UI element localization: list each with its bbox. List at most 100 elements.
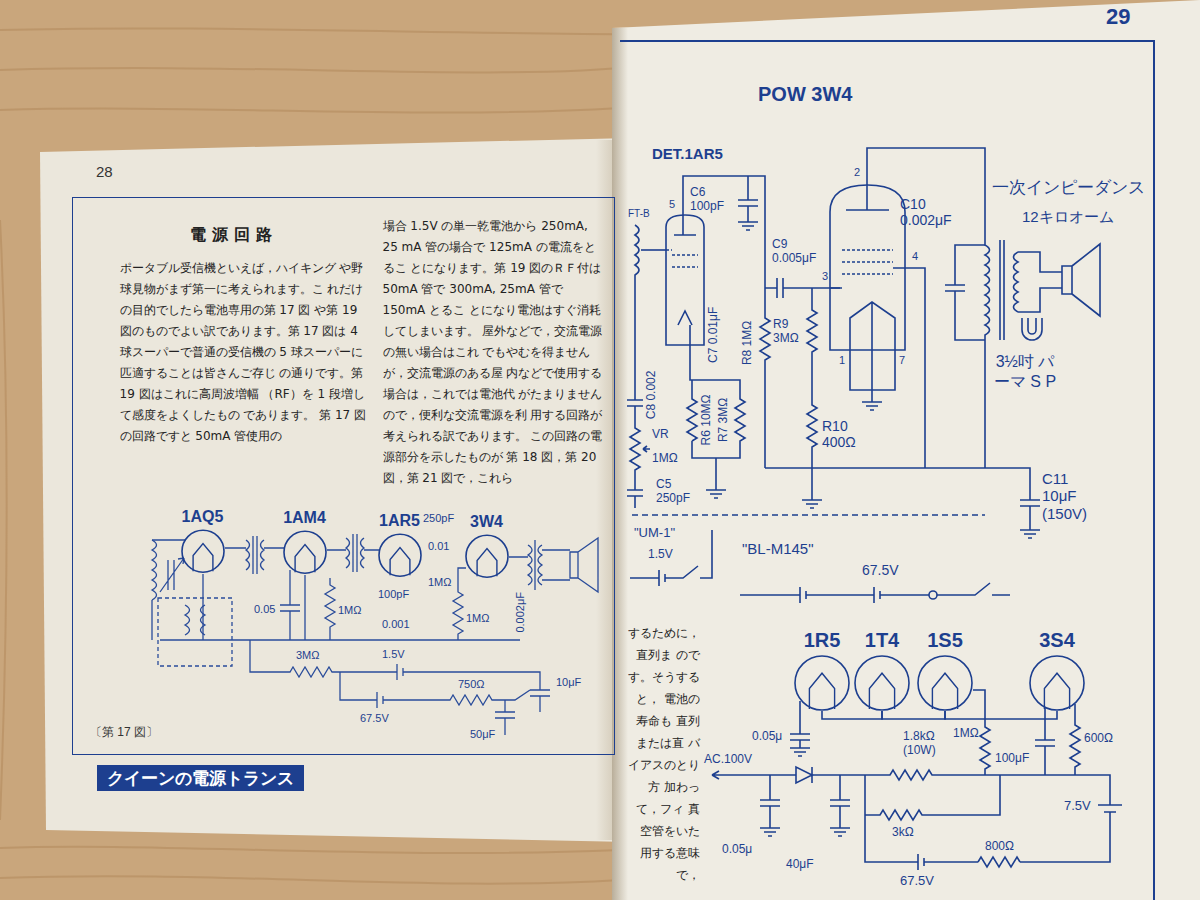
component-value: 1.8kΩ (10W): [903, 730, 951, 758]
wood-table: [0, 108, 620, 113]
battery-name: "UM-1": [634, 526, 675, 541]
heater-wire: [945, 711, 1057, 719]
tube-electrodes: [842, 250, 893, 274]
power-supply-schematic: [790, 701, 810, 756]
tube-symbol: POW 3W4: [758, 82, 918, 352]
receiver-schematic: [1014, 252, 1063, 312]
component-value: R8 1MΩ: [741, 321, 755, 365]
filament-symbol: [932, 673, 957, 709]
figure-17-circuit: [570, 538, 598, 592]
component-value: 1MΩ: [953, 727, 979, 741]
receiver-schematic: [1000, 240, 1004, 340]
figure-17-circuit: [340, 672, 530, 735]
component-value: R9 3MΩ: [773, 318, 805, 346]
tube-name: POW 3W4: [758, 82, 852, 106]
component-value: 67.5V: [360, 712, 389, 725]
power-supply-schematic: [760, 775, 780, 836]
component-value: C11 10μF (150V): [1042, 470, 1094, 522]
component-value: VR: [652, 428, 669, 442]
body-text: ポータブル受信機といえば，ハイキング や野球見物がまず第一に考えられます。こ れ…: [120, 258, 372, 447]
tube-symbol: 1R5: [790, 628, 854, 711]
component-value: 1.5V: [648, 548, 673, 562]
receiver-schematic: [945, 245, 985, 340]
tube-envelope: [284, 532, 326, 574]
component-value: 50μF: [470, 728, 495, 741]
tube-symbol: 1AM4: [279, 508, 331, 574]
power-supply-schematic: [1035, 708, 1055, 775]
tube-envelope: [466, 536, 508, 578]
component-value: AC.100V: [704, 753, 752, 767]
tube-electrodes: [830, 185, 905, 350]
tube-name: 3S4: [1039, 628, 1075, 652]
component-value: 800Ω: [985, 840, 1014, 854]
component-value: C8 0.002: [645, 371, 659, 420]
tube-envelope: [1030, 656, 1084, 710]
tube-name: 1S5: [927, 628, 963, 652]
figure-17-circuit: [185, 605, 205, 635]
component-value: 0.01: [428, 540, 449, 553]
figure-17-circuit: [225, 536, 284, 574]
tube-envelope: [918, 656, 972, 710]
tube-electrodes: [830, 185, 905, 288]
receiver-schematic: [643, 446, 650, 452]
figure-17-circuit: [158, 598, 232, 666]
power-supply-schematic: [830, 775, 850, 836]
text-frame: するために，直列ま のです。そうすると， 電池の寿命も 直列または直 バイアスの…: [620, 40, 1155, 900]
component-value: 0.001: [382, 618, 410, 631]
receiver-schematic: [802, 288, 822, 508]
component-value: C10 0.002μF: [900, 196, 960, 228]
pin-number: 1: [839, 354, 845, 367]
filament-symbol: [390, 548, 410, 576]
tube-name: 1AM4: [283, 508, 326, 527]
wood-table: [0, 847, 620, 853]
pin-number: 4: [912, 250, 918, 263]
pin-number: 3: [822, 270, 828, 283]
receiver-schematic: [740, 583, 1010, 603]
receiver-schematic: [632, 514, 985, 516]
component-value: 1.5V: [382, 648, 405, 661]
tube-symbol: 1AR5: [374, 511, 426, 577]
component-value: R7 3MΩ: [717, 398, 731, 442]
component-value: 0.05: [254, 603, 275, 616]
body-text: するために，直列ま のです。そうすると， 電池の寿命も 直列または直 バイアスの…: [628, 622, 700, 886]
heater-wire: [882, 711, 945, 719]
receiver-schematic: [738, 176, 758, 230]
wood-table: [0, 66, 640, 72]
tube-name: 1AR5: [379, 511, 420, 530]
receiver-schematic: [867, 148, 990, 468]
tube-electrodes: [850, 302, 895, 350]
tube-symbol: 1T4: [850, 628, 914, 711]
tube-electrodes: [666, 215, 704, 345]
tube-envelope: [379, 535, 421, 577]
figure-17-circuit: [160, 574, 520, 640]
component-value: 10μF: [556, 676, 581, 689]
component-value: 1MΩ: [338, 604, 362, 617]
receiver-schematic: [1062, 244, 1100, 316]
banner-title: クイーンの電源トランス: [107, 768, 294, 788]
component-value: R10 400Ω: [822, 418, 868, 450]
component-value: 0.002μF: [513, 592, 526, 633]
speaker-note: 3½吋 パーマ S P: [990, 352, 1060, 392]
component-value: 100pF: [378, 588, 409, 601]
power-supply-schematic: [812, 770, 1122, 862]
tube-name: DET.1AR5: [652, 145, 723, 163]
power-supply-schematic: [865, 775, 1020, 870]
section-heading: 電源回路: [190, 225, 278, 244]
pin-number: 5: [669, 198, 675, 211]
tube-symbol: 1S5: [913, 628, 977, 711]
tube-electrodes: [830, 185, 905, 350]
component-value: C6 100pF: [690, 186, 732, 214]
component-value: 0.05μ: [722, 843, 752, 857]
component-value: 0.05μ: [752, 730, 782, 744]
tube-symbol: 1AQ5: [177, 507, 229, 573]
receiver-schematic: [929, 591, 937, 599]
figure-17-circuit: [152, 540, 157, 600]
component-value: 750Ω: [458, 678, 485, 691]
power-supply-schematic: [796, 767, 812, 783]
filament-symbol: [1044, 673, 1069, 709]
book-pages: [40, 138, 630, 842]
receiver-schematic: [641, 249, 666, 251]
wood-table: [0, 220, 7, 820]
